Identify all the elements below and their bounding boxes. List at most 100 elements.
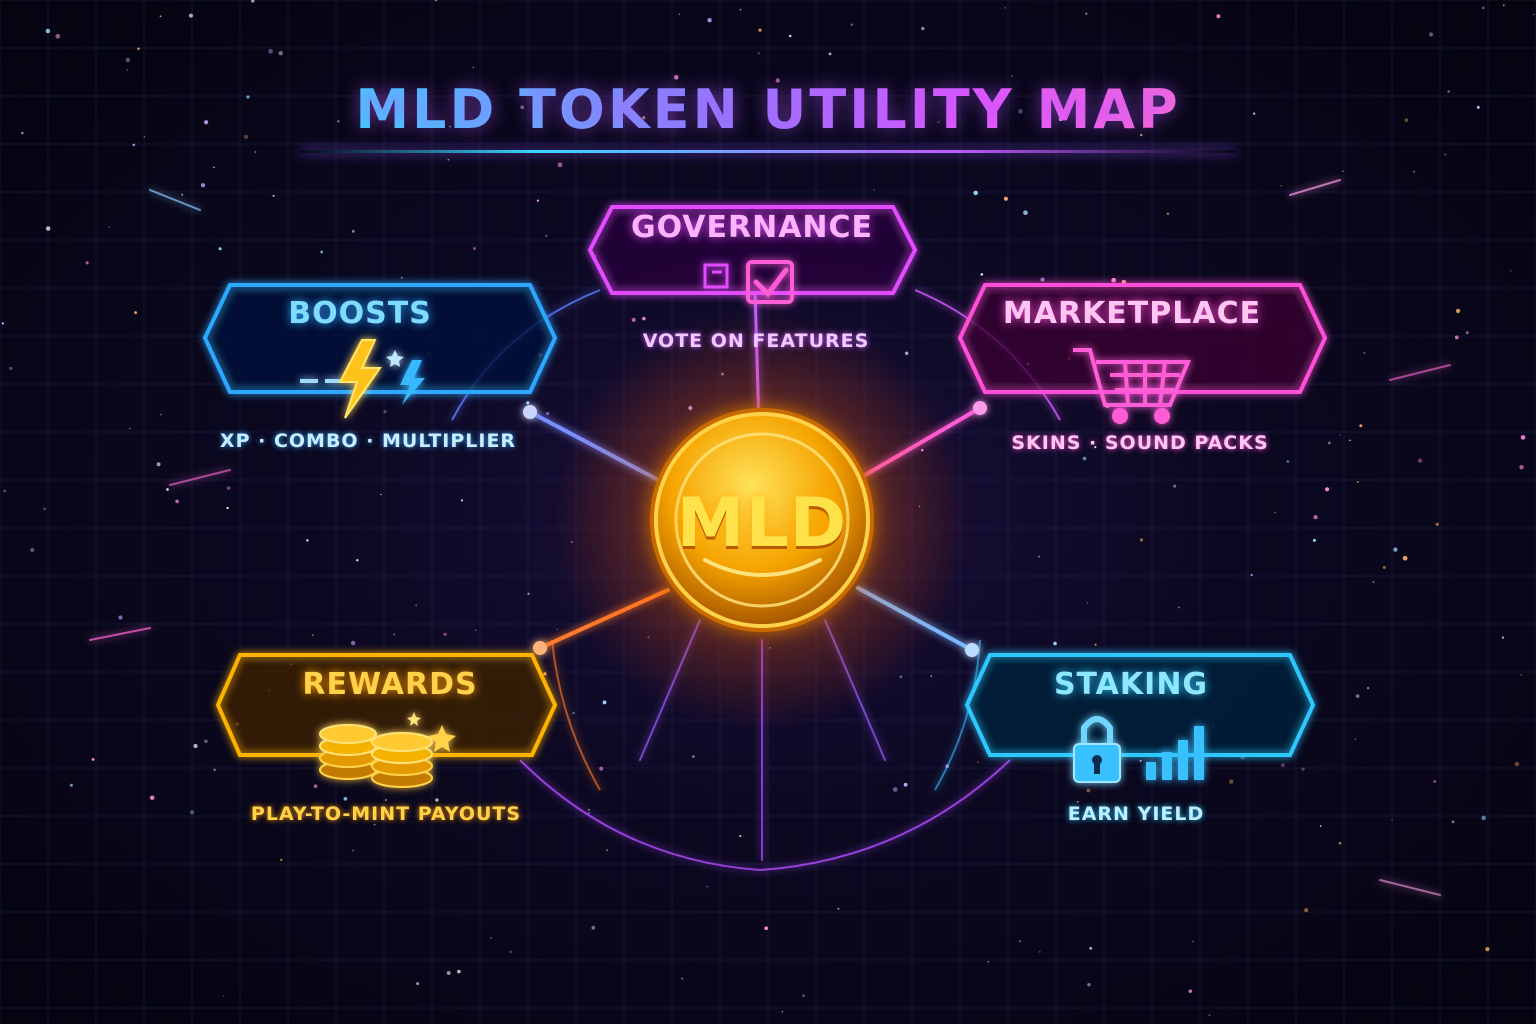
star bbox=[1465, 331, 1469, 335]
shopping-cart-icon bbox=[1073, 348, 1192, 424]
star bbox=[556, 628, 559, 631]
node-rewards-title[interactable]: REWARDS bbox=[302, 667, 478, 702]
node-boosts-title[interactable]: BOOSTS bbox=[288, 296, 432, 331]
node-marketplace-title[interactable]: MARKETPLACE bbox=[1002, 296, 1262, 331]
star bbox=[45, 28, 51, 34]
star bbox=[226, 486, 231, 490]
star bbox=[449, 125, 451, 128]
star bbox=[973, 190, 979, 196]
star bbox=[1089, 946, 1093, 950]
star bbox=[416, 982, 419, 985]
star bbox=[1173, 484, 1177, 488]
star bbox=[930, 675, 933, 677]
star bbox=[1053, 641, 1057, 646]
node-governance-caption: VOTE ON FEATURES bbox=[642, 330, 870, 352]
star bbox=[443, 632, 447, 636]
star bbox=[1519, 465, 1524, 470]
star bbox=[126, 69, 129, 71]
star bbox=[543, 672, 547, 676]
star bbox=[1019, 940, 1021, 942]
mld-coin[interactable] bbox=[552, 310, 972, 730]
star bbox=[918, 107, 920, 109]
star bbox=[380, 493, 382, 496]
star bbox=[21, 131, 24, 135]
star bbox=[254, 151, 257, 153]
node-marketplace-frame bbox=[957, 283, 1328, 394]
star bbox=[3, 489, 6, 493]
star bbox=[937, 120, 940, 124]
star bbox=[557, 162, 563, 168]
star bbox=[1304, 908, 1309, 913]
connector-endpoint bbox=[523, 405, 537, 419]
star bbox=[980, 273, 984, 276]
star bbox=[460, 499, 464, 502]
star bbox=[1413, 170, 1416, 173]
star bbox=[203, 120, 209, 125]
star bbox=[1037, 555, 1041, 558]
star bbox=[509, 950, 512, 953]
star bbox=[189, 810, 195, 815]
star bbox=[108, 226, 111, 228]
star bbox=[1301, 767, 1305, 771]
star bbox=[118, 615, 123, 620]
star bbox=[1120, 109, 1125, 114]
star bbox=[222, 995, 225, 997]
star bbox=[1444, 153, 1447, 156]
star bbox=[681, 977, 684, 980]
star bbox=[1433, 780, 1437, 783]
star bbox=[1503, 4, 1505, 7]
star bbox=[536, 199, 540, 202]
star bbox=[472, 66, 474, 69]
star bbox=[373, 823, 376, 826]
star bbox=[280, 858, 283, 862]
star bbox=[1366, 686, 1370, 690]
node-staking-title[interactable]: STAKING bbox=[1053, 667, 1209, 702]
star bbox=[490, 936, 493, 939]
node-governance-title[interactable]: GOVERNANCE bbox=[630, 210, 874, 245]
star bbox=[545, 234, 548, 237]
star bbox=[903, 782, 908, 787]
star bbox=[642, 116, 646, 120]
star bbox=[356, 559, 359, 562]
star bbox=[350, 640, 356, 646]
star bbox=[1354, 738, 1357, 740]
star bbox=[1481, 815, 1486, 821]
star bbox=[1205, 437, 1210, 441]
star bbox=[1111, 277, 1117, 283]
node-boosts-caption: XP · COMBO · MULTIPLIER bbox=[219, 430, 517, 452]
star bbox=[55, 33, 61, 39]
star bbox=[1382, 565, 1386, 570]
star bbox=[1349, 439, 1351, 442]
star bbox=[788, 34, 792, 38]
star bbox=[1520, 673, 1523, 676]
node-staking-caption: EARN YIELD bbox=[1067, 803, 1205, 825]
star bbox=[1086, 602, 1089, 604]
star bbox=[775, 78, 780, 83]
star bbox=[1058, 117, 1063, 122]
star bbox=[602, 700, 607, 705]
star bbox=[1447, 90, 1450, 93]
star bbox=[1404, 118, 1409, 122]
star bbox=[828, 52, 832, 56]
star bbox=[313, 784, 318, 788]
star bbox=[45, 226, 51, 231]
star bbox=[352, 849, 354, 852]
star bbox=[1342, 170, 1344, 172]
coin-label: MLD bbox=[676, 484, 848, 563]
star bbox=[1451, 820, 1455, 824]
star bbox=[337, 120, 340, 123]
padlock-chart-icon bbox=[1073, 716, 1204, 783]
star bbox=[904, 351, 909, 356]
star bbox=[213, 166, 215, 169]
star bbox=[175, 499, 179, 504]
star bbox=[1076, 800, 1079, 803]
star bbox=[149, 795, 155, 800]
star bbox=[446, 971, 451, 975]
star bbox=[1011, 75, 1013, 77]
page-title: MLD TOKEN UTILITY MAP bbox=[355, 78, 1181, 141]
star bbox=[1003, 196, 1008, 201]
star bbox=[415, 604, 417, 606]
star bbox=[204, 739, 208, 743]
node-rewards-frame bbox=[215, 653, 558, 757]
